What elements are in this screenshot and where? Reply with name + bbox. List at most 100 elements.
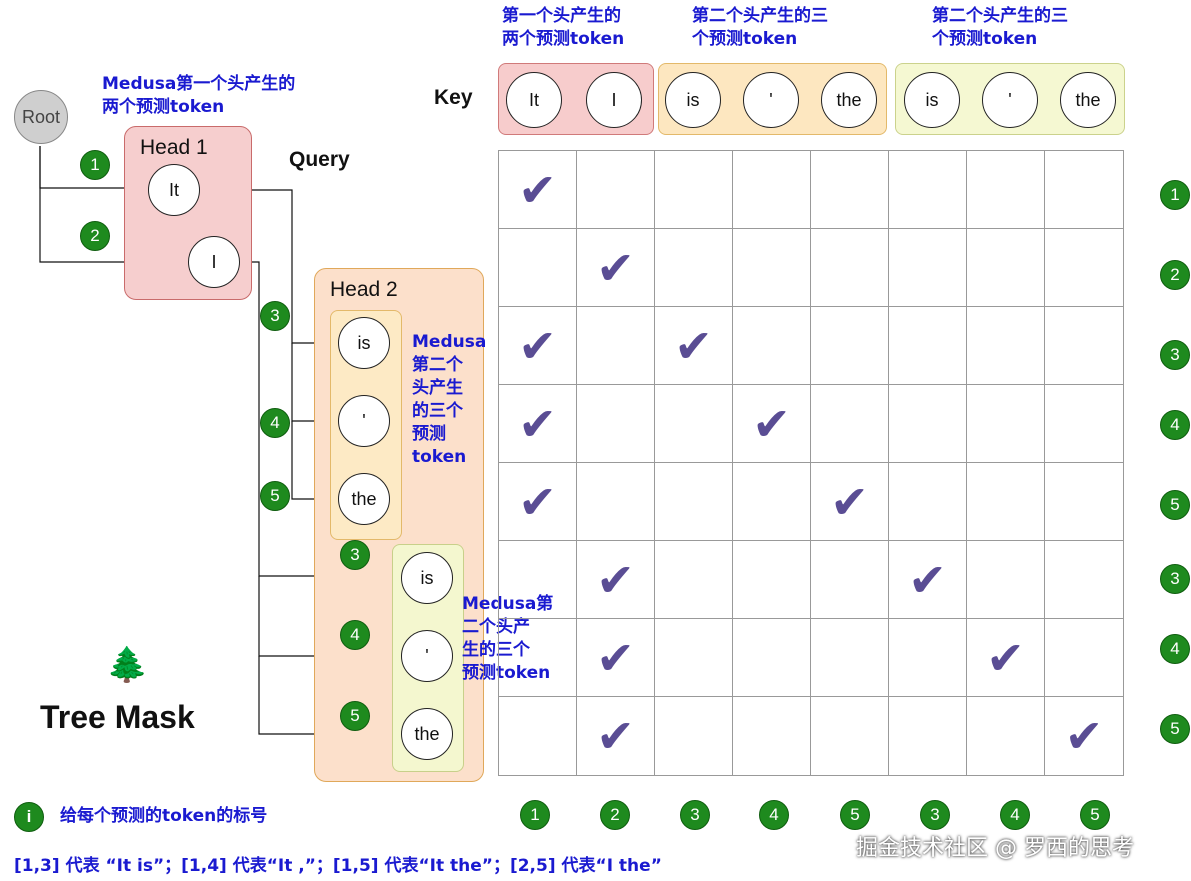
mask-cell (811, 541, 889, 619)
mask-cell (499, 229, 577, 307)
mask-cell (1045, 151, 1123, 229)
mask-cell (733, 307, 811, 385)
check-icon: ✔ (596, 709, 635, 763)
mask-cell (889, 229, 967, 307)
mask-cell: ✔ (889, 541, 967, 619)
key-token: ' (743, 72, 799, 128)
mask-cell (499, 619, 577, 697)
key-group-1-note: 第一个头产生的两个预测token (502, 6, 625, 49)
branch-badge: 5 (260, 481, 290, 511)
token-i: I (188, 236, 240, 288)
check-icon: ✔ (752, 396, 791, 451)
check-icon: ✔ (518, 396, 557, 451)
root-node: Root (14, 90, 68, 144)
branch-badge: 4 (340, 620, 370, 650)
row-badge: 4 (1160, 410, 1190, 440)
branch-badge: 1 (80, 150, 110, 180)
token-the-b: the (401, 708, 453, 760)
mask-cell (655, 385, 733, 463)
token-it: It (148, 164, 200, 216)
mask-cell (1045, 463, 1123, 541)
head1-title: Head 1 (140, 136, 208, 159)
mask-cell (811, 151, 889, 229)
check-icon: ✔ (986, 630, 1025, 685)
key-token: I (586, 72, 642, 128)
key-token: ' (982, 72, 1038, 128)
row-badge: 5 (1160, 490, 1190, 520)
branch-badge: 3 (260, 301, 290, 331)
token-is-a: is (338, 317, 390, 369)
mask-cell (889, 463, 967, 541)
watermark: 掘金技术社区 @ 罗西的思考 (856, 836, 1134, 861)
tree-mask-title: Tree Mask (40, 699, 195, 735)
mask-cell (655, 151, 733, 229)
col-badge: 3 (680, 800, 710, 830)
head2a-note: Medusa 第二个 头产生 的三个 预测 token (412, 332, 487, 467)
attention-mask-grid: ✔✔✔✔✔✔✔✔✔✔✔✔✔✔ (498, 150, 1124, 776)
token-apos-a: ' (338, 395, 390, 447)
row-badge: 3 (1160, 340, 1190, 370)
col-badge: 1 (520, 800, 550, 830)
mask-cell (733, 619, 811, 697)
col-badge: 3 (920, 800, 950, 830)
head2b-note: Medusa第 二个头产 生的三个 预测token (462, 594, 554, 683)
branch-badge: 2 (80, 221, 110, 251)
mask-cell (889, 385, 967, 463)
token-apos-b: ' (401, 630, 453, 682)
mask-cell: ✔ (577, 541, 655, 619)
check-icon: ✔ (908, 552, 947, 607)
mask-cell (655, 697, 733, 775)
tree-icon: 🌲 (106, 645, 149, 685)
col-badge: 4 (759, 800, 789, 830)
mask-cell (967, 463, 1045, 541)
mask-cell (967, 385, 1045, 463)
mask-cell: ✔ (967, 619, 1045, 697)
token-is-b: is (401, 552, 453, 604)
mask-cell (811, 619, 889, 697)
mask-cell: ✔ (577, 619, 655, 697)
mask-cell (655, 229, 733, 307)
token-the-a: the (338, 473, 390, 525)
row-badge: 1 (1160, 180, 1190, 210)
check-icon: ✔ (518, 162, 557, 217)
mask-cell (577, 463, 655, 541)
mask-cell (1045, 541, 1123, 619)
row-badge: 5 (1160, 714, 1190, 744)
row-badge: 3 (1160, 564, 1190, 594)
check-icon: ✔ (518, 318, 557, 373)
key-label: Key (434, 86, 473, 109)
head2-title: Head 2 (330, 278, 398, 301)
mask-cell (577, 385, 655, 463)
mask-cell (733, 697, 811, 775)
mask-cell (967, 229, 1045, 307)
mask-cell (733, 541, 811, 619)
check-icon: ✔ (596, 552, 635, 607)
check-icon: ✔ (596, 630, 635, 685)
mask-cell (499, 697, 577, 775)
branch-badge: 5 (340, 701, 370, 731)
mask-cell (811, 385, 889, 463)
mask-cell (499, 541, 577, 619)
mask-cell: ✔ (499, 463, 577, 541)
mask-cell (733, 229, 811, 307)
key-token: is (904, 72, 960, 128)
mask-cell (967, 307, 1045, 385)
mask-cell: ✔ (811, 463, 889, 541)
mask-cell (733, 463, 811, 541)
mask-cell (577, 307, 655, 385)
check-icon: ✔ (674, 318, 713, 373)
mask-cell (811, 697, 889, 775)
mask-cell (1045, 229, 1123, 307)
col-badge: 4 (1000, 800, 1030, 830)
mask-cell (655, 541, 733, 619)
col-badge: 5 (1080, 800, 1110, 830)
key-token: is (665, 72, 721, 128)
check-icon: ✔ (596, 240, 635, 295)
mask-cell (655, 619, 733, 697)
branch-badge: 3 (340, 540, 370, 570)
branch-badge: 4 (260, 408, 290, 438)
col-badge: 2 (600, 800, 630, 830)
footer-text: [1,3] 代表 “It is”；[1,4] 代表“It ,”；[1,5] 代表… (14, 856, 662, 876)
mask-cell: ✔ (733, 385, 811, 463)
mask-cell (811, 307, 889, 385)
